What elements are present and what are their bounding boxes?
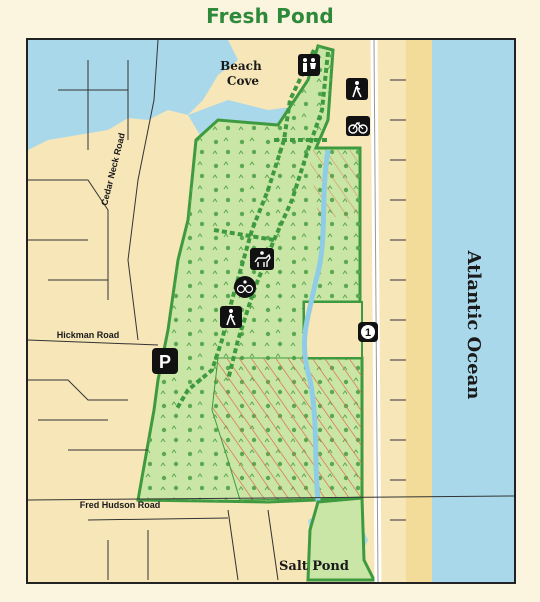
road-network — [28, 40, 514, 581]
map-canvas: Beach Cove Salt Pond Atlantic Ocean Ceda… — [28, 40, 514, 582]
ocean-label: Atlantic Ocean — [463, 250, 484, 400]
map-title: Fresh Pond — [206, 4, 334, 28]
beach-cove-label: Beach Cove — [220, 59, 266, 88]
svg-text:P: P — [159, 352, 171, 372]
beach — [406, 40, 432, 582]
salt-pond-label: Salt Pond — [279, 559, 349, 574]
residential-lot — [303, 301, 363, 359]
restroom-icon — [298, 54, 320, 76]
hiker-icon — [220, 306, 242, 328]
horse-rider-icon — [250, 248, 274, 270]
map-area: Beach Cove Salt Pond Atlantic Ocean Ceda… — [26, 38, 516, 584]
hatched-area-north — [308, 150, 358, 220]
stream — [301, 149, 331, 521]
trail-system — [174, 49, 330, 412]
cedar-neck-road-label: Cedar Neck Road — [99, 132, 127, 207]
parking-icon: P — [152, 348, 178, 374]
salt-pond-park — [306, 496, 377, 582]
fred-hudson-road-label: Fred Hudson Road — [80, 500, 161, 510]
svg-text:1: 1 — [365, 327, 371, 339]
bay-water — [28, 40, 238, 150]
route-1-shield-icon: 1 — [358, 322, 378, 342]
bicycle-icon — [346, 116, 370, 136]
hatched-area — [211, 357, 363, 501]
hickman-road-label: Hickman Road — [57, 330, 120, 340]
hiker-icon — [346, 78, 368, 100]
mountain-bike-icon — [234, 276, 256, 298]
ocean — [430, 40, 514, 582]
